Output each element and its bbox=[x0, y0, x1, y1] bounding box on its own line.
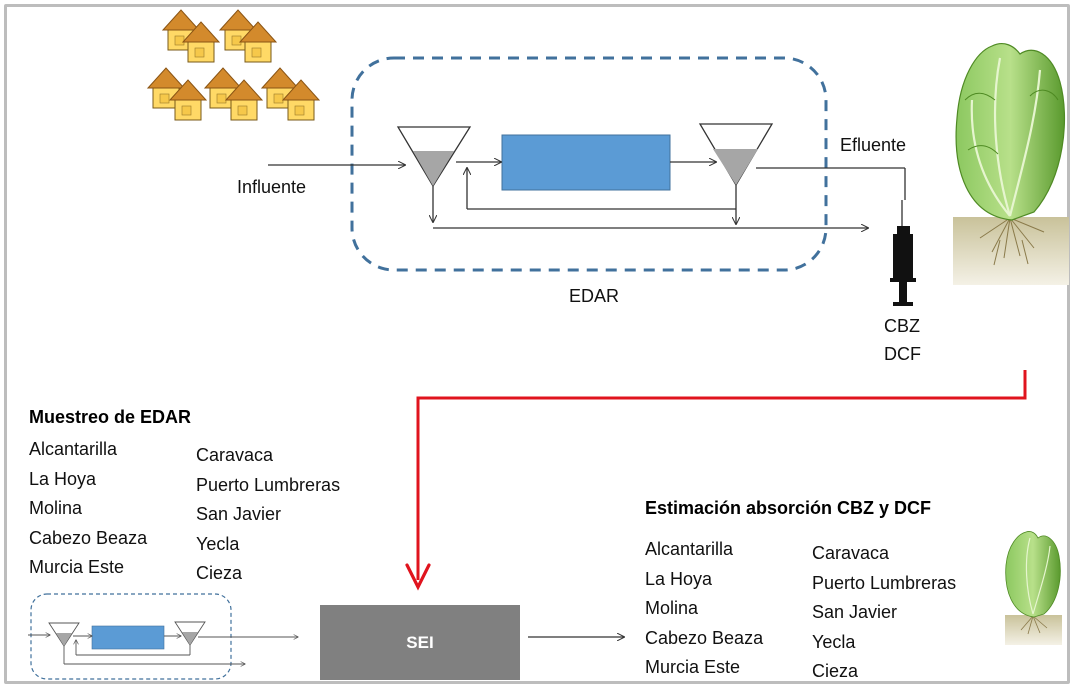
wwtp-label: EDAR bbox=[569, 286, 620, 306]
list-item: Molina bbox=[29, 498, 83, 518]
sei-box: SEI bbox=[320, 605, 520, 680]
influent-label: Influente bbox=[237, 177, 307, 197]
list-item: Cabezo Beaza bbox=[29, 527, 148, 548]
list-item: Murcia Este bbox=[29, 557, 125, 577]
sei-label: SEI bbox=[406, 632, 434, 652]
list-item: Yecla bbox=[812, 631, 856, 652]
list-item: San Javier bbox=[196, 504, 282, 524]
list-item: Murcia Este bbox=[645, 657, 741, 677]
list-item: Puerto Lumbreras bbox=[196, 474, 341, 495]
sampling-right-list: Caravaca Puerto Lumbreras San Javier Yec… bbox=[196, 444, 340, 592]
clarifier-icon bbox=[396, 126, 472, 188]
syringe-icon bbox=[890, 200, 916, 306]
estimation-title: Estimación absorción CBZ y DCF bbox=[645, 498, 932, 518]
figure-frame bbox=[4, 4, 1070, 684]
small-wwtp-diagram bbox=[28, 593, 298, 680]
list-item: Yecla bbox=[196, 533, 240, 554]
list-item: La Hoya bbox=[29, 468, 97, 489]
list-item: Molina bbox=[645, 598, 699, 618]
list-item: La Hoya bbox=[645, 568, 713, 589]
estimation-left-list: Alcantarilla La Hoya Molina Cabezo Beaza… bbox=[645, 538, 763, 686]
lettuce-icon bbox=[1005, 531, 1062, 645]
red-flow-arrow bbox=[416, 370, 1027, 580]
list-item: Caravaca bbox=[812, 543, 890, 563]
biological-tank bbox=[501, 134, 671, 191]
clarifier-icon bbox=[698, 123, 774, 187]
list-item: Cieza bbox=[812, 661, 859, 681]
sampling-left-list: Alcantarilla La Hoya Molina Cabezo Beaza… bbox=[29, 438, 147, 586]
list-item: Cabezo Beaza bbox=[645, 627, 764, 648]
compound-cbz-label: CBZ bbox=[884, 316, 920, 336]
lettuce-icon bbox=[953, 42, 1069, 285]
list-item: Puerto Lumbreras bbox=[812, 572, 957, 593]
list-item: Alcantarilla bbox=[645, 539, 734, 559]
wwtp-boundary bbox=[350, 56, 828, 272]
list-item: San Javier bbox=[812, 602, 898, 622]
list-item: Caravaca bbox=[196, 445, 274, 465]
list-item: Cieza bbox=[196, 563, 243, 583]
compound-dcf-label: DCF bbox=[884, 344, 921, 364]
list-item: Alcantarilla bbox=[29, 439, 118, 459]
houses-group bbox=[147, 9, 320, 121]
effluent-label: Efluente bbox=[840, 135, 907, 155]
sampling-title: Muestreo de EDAR bbox=[29, 407, 192, 427]
estimation-right-list: Caravaca Puerto Lumbreras San Javier Yec… bbox=[812, 542, 956, 690]
